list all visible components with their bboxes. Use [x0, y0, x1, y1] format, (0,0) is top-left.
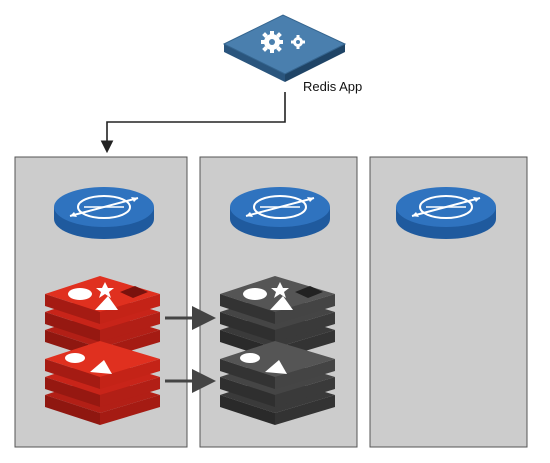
gears-icon — [261, 31, 305, 53]
switch-icon — [54, 187, 154, 239]
redis-logo-icon — [65, 353, 112, 374]
redis-logo-icon — [243, 282, 323, 310]
app-label: Redis App — [303, 79, 363, 94]
redis-primary-stack-bottom — [45, 341, 160, 425]
switch-icon — [396, 187, 496, 239]
redis-replica-stack-bottom — [220, 341, 335, 425]
redis-app — [222, 14, 347, 82]
redis-replica-stack-top — [220, 276, 335, 360]
redis-primary-stack-top — [45, 276, 160, 360]
redis-logo-icon — [240, 353, 287, 374]
redis-logo-icon — [68, 282, 148, 310]
switch-icon — [230, 187, 330, 239]
app-connection-arrow — [100, 92, 286, 154]
